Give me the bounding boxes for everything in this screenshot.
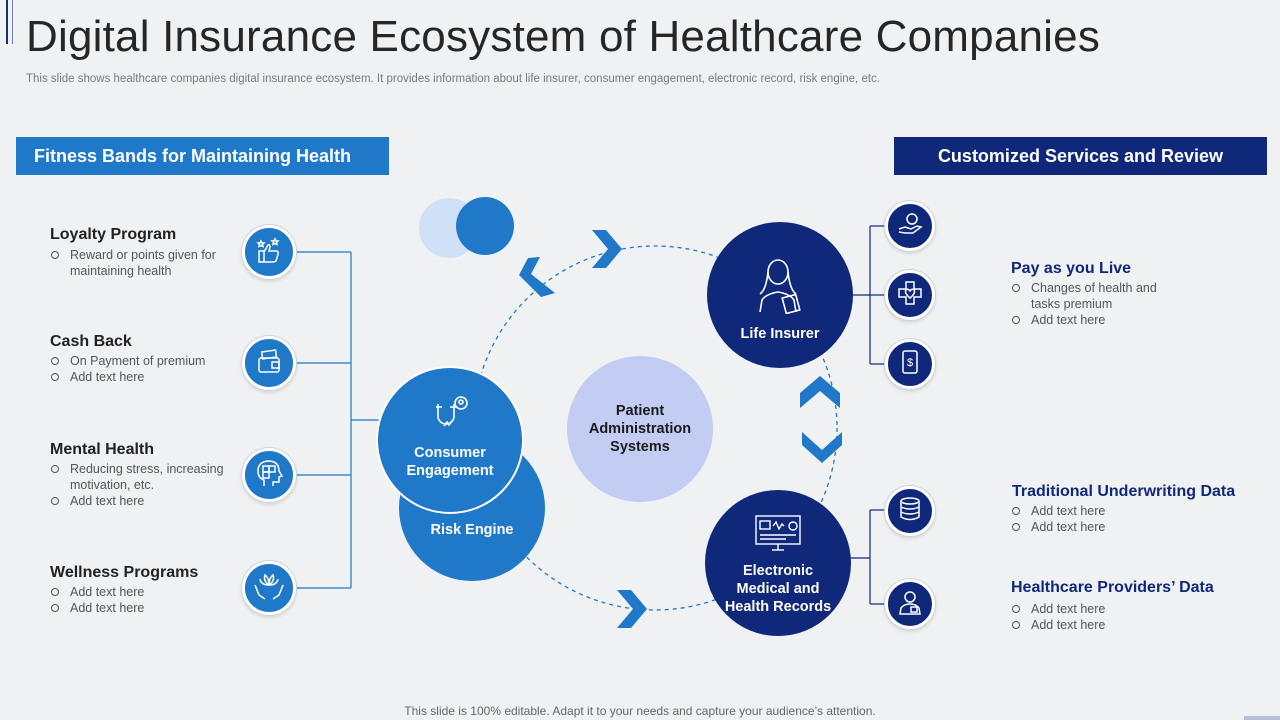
mobile-icon-circle: $ [885,339,935,389]
cashback-icon-circle [242,336,296,390]
right-item-bullet: Add text here [1012,601,1182,617]
right-item-bullet: Changes of health and tasks premium [1012,280,1182,312]
left-item-bullet: Add text here [51,600,236,616]
left-item-bullet: On Payment of premium [51,353,236,369]
consumer-engagement-label: Consumer Engagement [406,445,494,479]
arrow-bottom [617,590,647,628]
left-item-bullet: Add text here [51,493,241,509]
patient-admin-node: Patient Administration Systems [567,356,713,502]
accent-bar-secondary [12,0,13,44]
footer-note: This slide is 100% editable. Adapt it to… [404,704,876,718]
loyalty-icon-circle [242,225,296,279]
emr-node: Electronic Medical and Health Records [705,490,851,636]
arrow-top-left [519,257,555,297]
accent-bar [6,0,8,44]
left-item-title: Cash Back [50,333,132,350]
right-item-title: Pay as you Live [1011,260,1132,277]
wellness-icon-circle [242,561,296,615]
left-item-bullet: Add text here [51,584,236,600]
left-bracket-lines [296,251,380,589]
right-banner: Customized Services and Review [894,137,1267,175]
left-item-bullet: Add text here [51,369,236,385]
head-puzzle-icon [254,458,284,493]
doctor-icon [897,589,923,620]
wallet-cash-icon [255,347,283,380]
arrow-up-right [800,376,840,408]
database-icon-circle [885,486,935,536]
hand-coin-icon [897,211,923,242]
life-insurer-label: Life Insurer [740,326,820,342]
right-item-bullet: Add text here [1012,503,1182,519]
mobile-dollar-icon: $ [897,349,923,380]
left-item-title: Loyalty Program [50,226,177,243]
right-item-title: Traditional Underwriting Data [1012,483,1236,500]
decor-bubble-blue [456,197,514,255]
right-item-title: Healthcare Providers’ Data [1011,579,1214,596]
consumer-engagement-node: Consumer Engagement [376,366,524,514]
woman-agent-icon [754,256,806,318]
hands-lotus-icon [253,571,285,606]
svg-text:$: $ [907,357,913,369]
arrow-top-right [592,230,622,268]
left-item-bullet: Reducing stress, increasing motivation, … [51,461,241,493]
pay-icon-circle [885,201,935,251]
thumbs-up-stars-icon [255,236,283,269]
medical-icon-circle [885,270,935,320]
right-top-bracket-lines [853,225,886,365]
risk-engine-label: Risk Engine [430,522,514,538]
corner-accent [1244,716,1280,720]
page-title: Digital Insurance Ecosystem of Healthcar… [26,12,1101,61]
patient-admin-label: Patient Administration Systems [588,403,692,455]
arrow-down-right [802,432,842,463]
medical-shield-icon [897,280,923,311]
database-icon [898,496,922,527]
magnet-user-icon [430,394,470,438]
right-item-bullet: Add text here [1012,617,1182,633]
left-item-title: Wellness Programs [50,564,199,581]
doctor-icon-circle [885,579,935,629]
left-item-title: Mental Health [50,441,155,458]
left-banner: Fitness Bands for Maintaining Health [16,137,389,175]
cycle-arrows [519,230,842,628]
emr-label: Electronic Medical and Health Records [724,563,832,615]
page-subtitle: This slide shows healthcare companies di… [26,73,880,85]
mental-health-icon-circle [242,448,296,502]
life-insurer-node: Life Insurer [707,222,853,368]
right-item-bullet: Add text here [1012,312,1182,328]
right-item-bullet: Add text here [1012,519,1182,535]
monitor-records-icon [754,514,802,558]
right-bottom-bracket-lines [850,509,886,605]
left-item-bullet: Reward or points given for maintaining h… [51,247,221,279]
